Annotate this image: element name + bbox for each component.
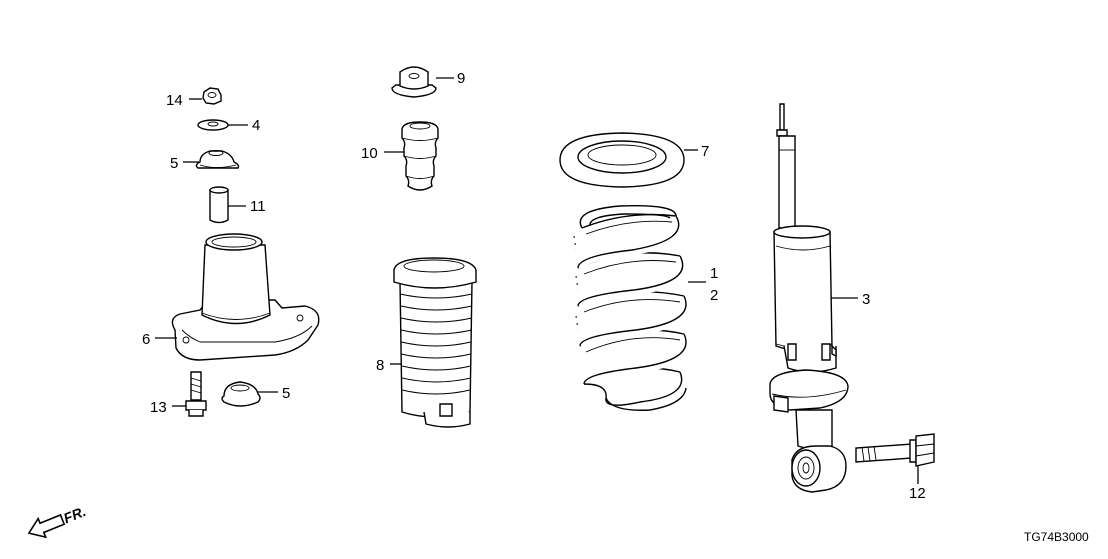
callout-12: 12 [909,485,926,502]
callout-10: 10 [361,145,378,162]
callout-1: 1 [710,265,718,282]
part-4-washer [197,119,229,131]
front-indicator: FR. [27,503,88,539]
part-5-upper-mount [195,150,240,169]
front-label: FR. [61,503,88,526]
callout-3: 3 [862,291,870,308]
diagram-code: TG74B3000 [1024,530,1089,544]
part-10-bump-stop [401,121,439,191]
part-9-stopper-cap [391,66,437,98]
part-12-bolt [855,433,935,467]
front-arrow-icon [27,513,66,539]
callout-8: 8 [376,357,384,374]
callout-2: 2 [710,287,718,304]
callout-14: 14 [166,92,183,109]
part-1-2-coil-spring [572,205,692,411]
callout-5-lower: 5 [282,385,290,402]
part-13-bolt [185,371,207,417]
part-14-nut [202,87,222,105]
part-7-spring-seat [559,132,685,188]
part-3-shock-absorber [769,103,849,493]
callout-11: 11 [250,198,266,215]
callout-labels: 14 4 5 11 6 13 5 9 10 8 7 1 2 3 12 [142,70,926,502]
callout-7: 7 [701,143,709,160]
part-5-lower-mount [221,381,261,407]
callout-4: 4 [252,117,260,134]
part-6-mount-base [171,233,320,361]
part-8-dust-boot [393,257,477,428]
callout-6: 6 [142,331,150,348]
callout-9: 9 [457,70,465,87]
callout-13: 13 [150,399,167,416]
leader-lines [155,77,919,484]
part-11-collar [209,186,229,224]
callout-5-upper: 5 [170,155,178,172]
